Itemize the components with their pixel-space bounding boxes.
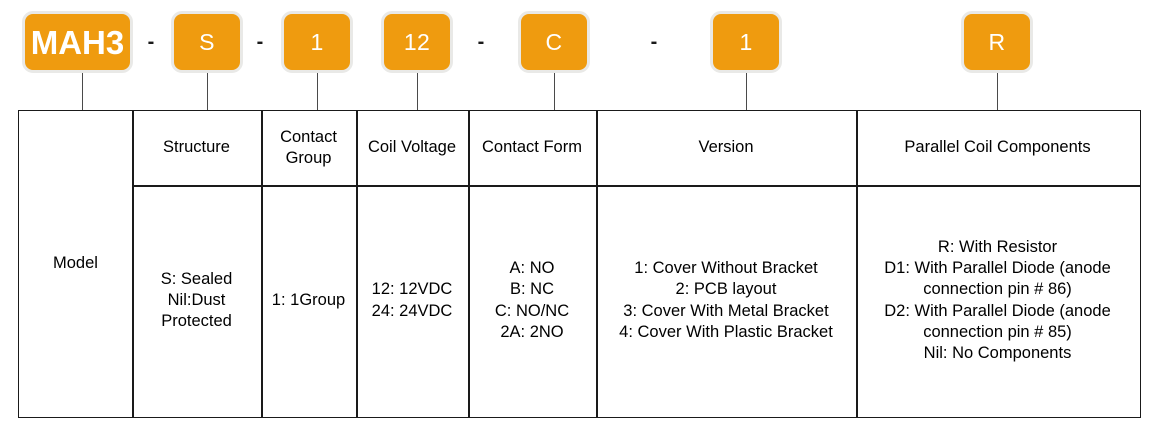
option-item: D1: With Parallel Diode (anode: [884, 259, 1111, 278]
code-box-parallel-coil-components: R: [961, 11, 1033, 73]
option-item: 3: Cover With Metal Bracket: [623, 301, 829, 320]
option-item: 24: 24VDC: [371, 301, 453, 320]
option-item: 4: Cover With Plastic Bracket: [619, 322, 833, 341]
table-header-version: Version: [698, 138, 754, 157]
leader-line-model: [82, 73, 83, 110]
option-item: A: NO: [509, 259, 555, 278]
code-box-model: MAH3: [22, 11, 133, 73]
leader-line-contact-group: [317, 73, 318, 110]
option-item: D2: With Parallel Diode (anode: [884, 301, 1111, 320]
table-cell-coil-voltage-options: 12: 12VDC 24: 24VDC: [356, 185, 468, 416]
leader-line-coil-voltage: [417, 73, 418, 110]
table-cell-contact-form-options: A: NO B: NC C: NO/NC 2A: 2NO: [468, 185, 596, 416]
leader-line-contact-form: [554, 73, 555, 110]
table-cell-structure-options: S: Sealed Nil:Dust Protected: [132, 185, 261, 416]
table-header-parallel-coil-components: Parallel Coil Components: [904, 138, 1091, 157]
code-separator-dash-3: -: [477, 31, 485, 53]
legend-table: Model Structure Contact Group Coil Volta…: [18, 110, 1141, 418]
column-divider-5: [596, 111, 598, 417]
option-item: connection pin # 86): [923, 280, 1072, 299]
part-number-code-row: MAH3 - S - 1 12 - C - 1 R: [0, 0, 1162, 110]
code-box-version: 1: [710, 11, 782, 73]
code-box-structure: S: [171, 11, 243, 73]
code-box-coil-voltage: 12: [381, 11, 453, 73]
option-item: 2: PCB layout: [675, 280, 777, 299]
option-item: R: With Resistor: [937, 238, 1058, 257]
table-header-contact-form: Contact Form: [482, 138, 582, 157]
option-item: S: Sealed: [160, 269, 233, 288]
column-divider-3: [356, 111, 358, 417]
code-box-contact-group: 1: [281, 11, 353, 73]
leader-line-parallel-coil-components: [997, 73, 998, 110]
option-item: 1: 1Group: [271, 290, 346, 309]
table-header-coil-voltage: Coil Voltage: [367, 138, 457, 157]
column-divider-1: [132, 111, 134, 417]
code-separator-dash-1: -: [147, 31, 155, 53]
option-item: Protected: [161, 312, 232, 331]
leader-line-version: [746, 73, 747, 110]
column-divider-2: [261, 111, 263, 417]
option-item: 2A: 2NO: [500, 322, 564, 341]
table-header-structure: Structure: [163, 138, 230, 157]
code-box-contact-form: C: [518, 11, 590, 73]
leader-line-structure: [207, 73, 208, 110]
option-item: 1: Cover Without Bracket: [634, 259, 818, 278]
header-body-divider: [132, 185, 1140, 187]
code-separator-dash-4: -: [650, 31, 658, 53]
option-item: 12: 12VDC: [371, 280, 453, 299]
column-divider-6: [856, 111, 858, 417]
option-item: Nil:Dust: [167, 290, 226, 309]
column-divider-4: [468, 111, 470, 417]
option-item: connection pin # 85): [923, 322, 1072, 341]
table-cell-version-options: 1: Cover Without Bracket 2: PCB layout 3…: [596, 185, 856, 416]
option-item: Nil: No Components: [923, 343, 1072, 362]
table-cell-contact-group-options: 1: 1Group: [261, 185, 356, 416]
table-header-contact-group: Contact Group: [280, 127, 337, 167]
table-cell-model: Model: [53, 253, 98, 272]
option-item: B: NC: [509, 280, 554, 299]
table-cell-parallel-coil-components-options: R: With Resistor D1: With Parallel Diode…: [856, 185, 1139, 416]
code-separator-dash-2: -: [256, 31, 264, 53]
option-item: C: NO/NC: [494, 301, 570, 320]
